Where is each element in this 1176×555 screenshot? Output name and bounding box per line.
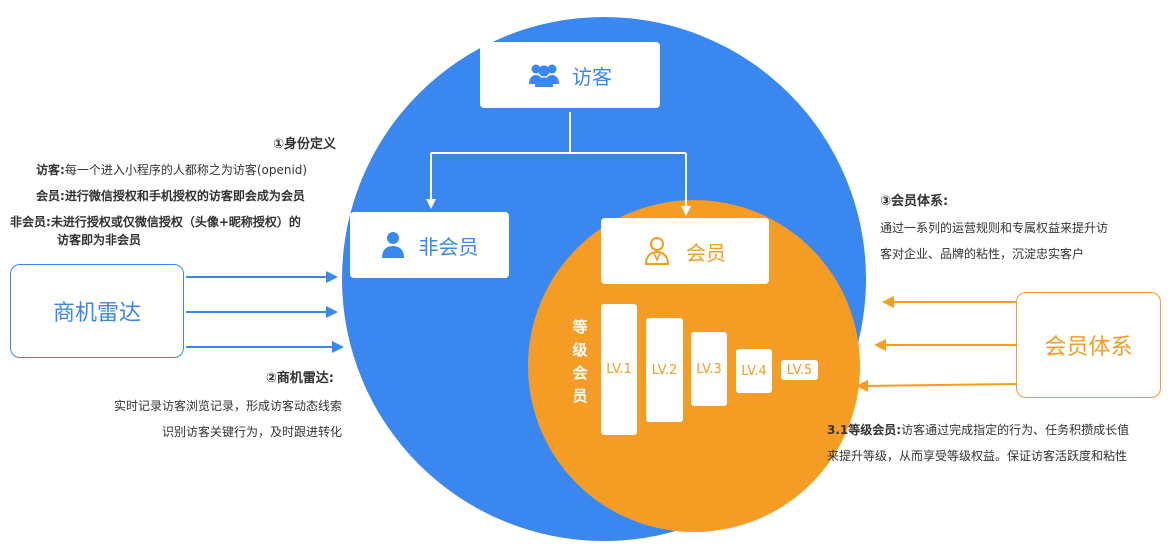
system-desc-line2: 客对企业、品牌的粘性，沉淀忠实客户 xyxy=(880,247,1085,261)
level-bar-5: LV.5 xyxy=(781,360,818,380)
member-label: 会员 xyxy=(686,240,726,265)
level-label: LV.3 xyxy=(696,361,722,377)
level-label: LV.4 xyxy=(741,363,767,379)
non-member-box: 非会员 xyxy=(350,212,509,278)
identity-nonmember-label: 非会员: xyxy=(10,215,51,229)
system-desc-title: ③会员体系: xyxy=(880,194,949,209)
radar-desc-line2: 识别访客关键行为，及时跟进转化 xyxy=(161,425,342,439)
level-bar-3: LV.3 xyxy=(691,332,727,406)
level-bar-4: LV.4 xyxy=(736,349,772,393)
non-member-label: 非会员 xyxy=(418,234,479,259)
grade-desc-line1: 3.1等级会员:访客通过完成指定的行为、任务积攒成长值 xyxy=(827,420,1129,440)
visitor-box: 访客 xyxy=(480,42,660,108)
grade-desc-line2: 来提升等级，从而享受等级权益。保证访客活跃度和粘性 xyxy=(827,449,1128,463)
grade-title-char: 级 xyxy=(572,341,588,359)
grade-title-char: 员 xyxy=(572,387,588,405)
level-bar-1: LV.1 xyxy=(601,304,637,435)
grade-desc-text1: 访客通过完成指定的行为、任务积攒成长值 xyxy=(901,423,1130,437)
connector-visitor-split xyxy=(431,112,686,154)
radar-label: 商机雷达 xyxy=(52,301,141,326)
grade-desc-title: 3.1等级会员: xyxy=(827,423,902,437)
grade-title-char: 等 xyxy=(572,318,588,336)
member-system-label: 会员体系 xyxy=(1044,335,1133,360)
level-label: LV.5 xyxy=(786,362,813,378)
system-arrow-3 xyxy=(856,379,1017,392)
identity-member-line: 会员:进行微信授权和手机授权的访客即会成为会员 xyxy=(36,186,340,206)
user-icon xyxy=(381,232,404,258)
radar-box: 商机雷达 xyxy=(10,264,184,358)
level-bar-2: LV.2 xyxy=(646,318,683,422)
visitor-label: 访客 xyxy=(572,64,612,89)
identity-title: ①身份定义 xyxy=(272,137,336,152)
identity-member-text: 进行微信授权和手机授权的访客即会成为会员 xyxy=(64,189,305,203)
identity-visitor-label: 访客: xyxy=(36,163,65,177)
identity-nonmember-text-2: 访客即为非会员 xyxy=(57,233,142,247)
radar-desc-line1: 实时记录访客浏览记录，形成访客动态线索 xyxy=(113,399,342,413)
member-user-icon xyxy=(644,237,670,265)
member-system-box: 会员体系 xyxy=(1016,292,1161,398)
level-label: LV.2 xyxy=(651,362,678,378)
grade-title: 等 级 会 员 xyxy=(570,316,590,408)
level-label: LV.1 xyxy=(606,362,632,377)
identity-visitor-text: 每一个进入小程序的人都称之为访客(openid) xyxy=(64,163,308,177)
member-box: 会员 xyxy=(601,218,769,284)
identity-visitor-line: 访客:每一个进入小程序的人都称之为访客(openid) xyxy=(36,160,340,180)
system-desc-line1: 通过一系列的运营规则和专属权益来提升访 xyxy=(880,221,1109,235)
radar-desc-title: ②商机雷达: xyxy=(265,371,334,386)
users-icon xyxy=(529,64,559,87)
identity-nonmember-line: 非会员:未进行授权或仅微信授权（头像+昵称授权）的 xyxy=(10,212,340,232)
identity-nonmember-text-1: 未进行授权或仅微信授权（头像+昵称授权）的 xyxy=(50,215,301,229)
identity-member-label: 会员: xyxy=(36,189,65,203)
grade-title-char: 会 xyxy=(572,364,588,382)
